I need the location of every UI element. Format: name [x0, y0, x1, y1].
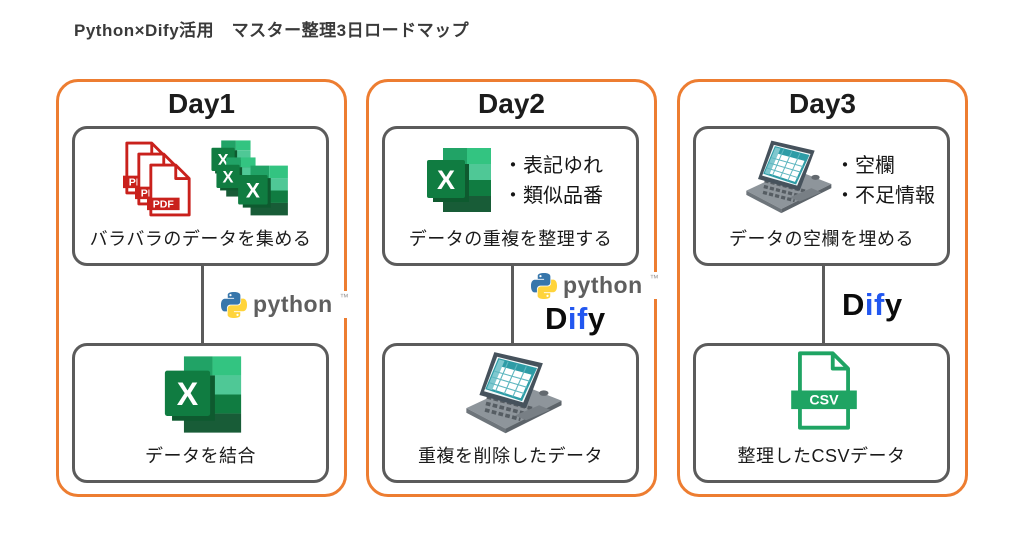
svg-text:X: X — [218, 152, 229, 170]
day3-tools: Dify — [838, 266, 907, 343]
svg-text:X: X — [223, 169, 234, 187]
day3-input-caption: データの空欄を埋める — [729, 229, 914, 249]
day2-output-caption: 重複を削除したデータ — [418, 446, 603, 466]
day3-issues-list: ・空欄 ・不足情報 — [835, 151, 935, 211]
day1-output-box: X データを結合 — [72, 343, 329, 483]
pdf-files-icon: PDF PDF PDF — [123, 141, 197, 221]
dify-logo: Dify — [838, 286, 907, 323]
svg-text:CSV: CSV — [809, 393, 839, 409]
day3-heading: Day3 — [789, 88, 856, 119]
svg-text:PDF: PDF — [153, 199, 175, 211]
python-icon — [221, 291, 247, 318]
day2-input-caption: データの重複を整理する — [408, 229, 613, 249]
pdf-file-icon: PDF — [147, 163, 191, 217]
svg-text:X: X — [437, 165, 455, 195]
excel-icon: X — [216, 157, 256, 197]
day1-connector-line — [201, 266, 204, 343]
day1-tools: python ™ — [217, 266, 353, 343]
excel-icon: X — [164, 356, 242, 433]
day3-output-box: CSV 整理したCSVデータ — [693, 343, 950, 483]
day1-panel: Day1 PDF PDF — [56, 79, 353, 497]
day1-input-box: PDF PDF PDF — [72, 126, 329, 266]
python-icon — [531, 272, 557, 299]
excel-files-icon: X X — [209, 139, 295, 221]
day2-panel: Day2 X ・表記ゆれ ・類似品番 データの重複を整理する — [366, 79, 663, 497]
excel-icon: X — [427, 148, 491, 212]
list-item: ・類似品番 — [503, 185, 603, 207]
day3-output-caption: 整理したCSVデータ — [737, 446, 906, 466]
day2-connector-line — [511, 266, 514, 343]
day3-connector-line — [822, 266, 825, 343]
day1-output-caption: データを結合 — [145, 446, 256, 466]
dify-logo: Dify — [541, 301, 610, 337]
svg-text:X: X — [246, 180, 260, 203]
python-logo: python ™ — [217, 291, 353, 318]
list-item: ・空欄 — [835, 155, 895, 177]
day1-input-caption: バラバラのデータを集める — [89, 229, 312, 249]
day2-output-box: 重複を削除したデータ — [382, 343, 639, 483]
day2-tools: python ™ Dify — [527, 266, 663, 343]
excel-icon: X — [238, 165, 288, 216]
python-wordmark: python — [563, 272, 643, 298]
trademark-symbol: ™ — [339, 291, 349, 302]
list-item: ・不足情報 — [835, 185, 935, 207]
page-title: Python×Dify活用 マスター整理3日ロードマップ — [74, 21, 470, 40]
trademark-symbol: ™ — [649, 272, 659, 283]
list-item: ・表記ゆれ — [503, 155, 603, 177]
laptop-icon — [746, 140, 832, 214]
python-wordmark: python — [253, 291, 333, 317]
day2-issues-list: ・表記ゆれ ・類似品番 — [503, 151, 603, 211]
day3-panel: Day3 ・空欄 ・不足情報 データの空欄を埋める — [677, 79, 968, 497]
csv-file-icon: CSV — [791, 351, 857, 430]
scattered-data-icons: PDF PDF PDF — [123, 139, 303, 225]
day3-input-box: ・空欄 ・不足情報 データの空欄を埋める — [693, 126, 950, 266]
day1-heading: Day1 — [168, 88, 235, 119]
python-logo: python ™ — [527, 272, 663, 299]
svg-text:X: X — [177, 376, 199, 412]
day2-heading: Day2 — [478, 88, 545, 119]
laptop-icon — [466, 352, 562, 434]
day2-input-box: X ・表記ゆれ ・類似品番 データの重複を整理する — [382, 126, 639, 266]
